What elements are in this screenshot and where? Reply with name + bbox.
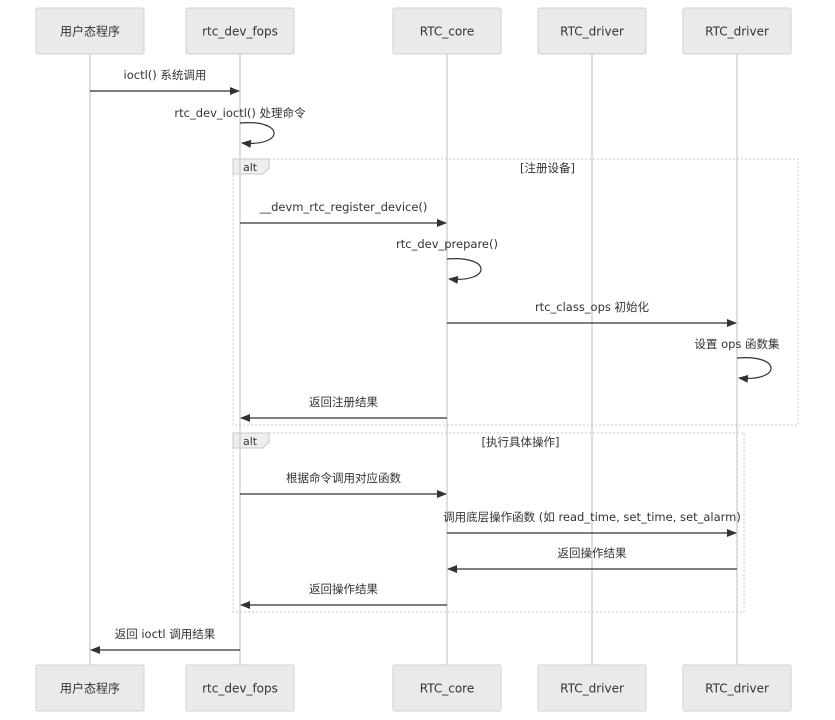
message-2: __devm_rtc_register_device() — [240, 200, 447, 227]
participant-box — [682, 7, 792, 55]
alt-frame-tag — [232, 432, 270, 449]
message-label: rtc_dev_ioctl() 处理命令 — [174, 106, 306, 120]
participant-user-bottom: 用户态程序 — [35, 664, 145, 712]
alt-frame-border — [232, 432, 745, 613]
messages-layer: ioctl() 系统调用 rtc_dev_ioctl() 处理命令 __devm_r… — [90, 68, 780, 654]
message-4: rtc_class_ops 初始化 — [447, 300, 737, 327]
participant-core-top: RTC_core — [392, 7, 502, 55]
participant-core-bottom: RTC_core — [392, 664, 502, 712]
participant-drv2-bottom: RTC_driver — [682, 664, 792, 712]
participant-box — [392, 7, 502, 55]
alt-frame-tag-label: alt — [243, 161, 258, 174]
message-label: 调用底层操作函数 (如 read_time, set_time, set_ala… — [443, 510, 741, 524]
message-label: rtc_class_ops 初始化 — [535, 300, 650, 314]
alt-frame-border — [232, 158, 799, 426]
participant-box — [185, 664, 295, 712]
participant-box — [392, 664, 502, 712]
self-call-arrow — [736, 357, 772, 383]
message-label: 返回操作结果 — [558, 546, 627, 560]
message-0: ioctl() 系统调用 — [90, 68, 240, 95]
message-10: 返回操作结果 — [240, 582, 447, 609]
participant-label: RTC_driver — [560, 25, 624, 39]
message-label: 返回 ioctl 调用结果 — [115, 627, 216, 641]
alt-frame: alt [注册设备] — [232, 158, 799, 426]
participant-label: rtc_dev_fops — [202, 682, 278, 696]
participant-label: RTC_driver — [560, 682, 624, 696]
actors-layer: 用户态程序用户态程序rtc_dev_fopsrtc_dev_fopsRTC_co… — [35, 7, 792, 712]
message-label: 返回操作结果 — [309, 582, 378, 596]
message-5: 设置 ops 函数集 — [694, 337, 780, 383]
message-label: rtc_dev_prepare() — [396, 237, 498, 251]
message-3: rtc_dev_prepare() — [396, 237, 498, 284]
lifelines-layer — [89, 54, 738, 665]
message-label: __devm_rtc_register_device() — [259, 200, 428, 214]
message-label: 根据命令调用对应函数 — [286, 471, 401, 485]
message-label: 返回注册结果 — [309, 395, 378, 409]
message-label: ioctl() 系统调用 — [124, 68, 207, 82]
participant-label: RTC_driver — [705, 25, 769, 39]
participant-box — [682, 664, 792, 712]
participant-label: RTC_core — [420, 682, 474, 696]
participant-label: rtc_dev_fops — [202, 25, 278, 39]
participant-label: 用户态程序 — [60, 24, 120, 39]
message-6: 返回注册结果 — [240, 395, 447, 422]
participant-label: 用户态程序 — [60, 681, 120, 696]
participant-fops-bottom: rtc_dev_fops — [185, 664, 295, 712]
participant-drv1-top: RTC_driver — [537, 7, 647, 55]
participant-box — [185, 7, 295, 55]
message-8: 调用底层操作函数 (如 read_time, set_time, set_ala… — [443, 510, 741, 537]
participant-label: RTC_core — [420, 25, 474, 39]
participant-box — [537, 7, 647, 55]
participant-box — [537, 664, 647, 712]
participant-label: RTC_driver — [705, 682, 769, 696]
alt-frame: alt [执行具体操作] — [232, 432, 745, 613]
alt-frame-tag-label: alt — [243, 435, 258, 448]
participant-drv1-bottom: RTC_driver — [537, 664, 647, 712]
message-11: 返回 ioctl 调用结果 — [90, 627, 240, 654]
alt-frame-tag — [232, 158, 270, 175]
participant-user-top: 用户态程序 — [35, 7, 145, 55]
participant-box — [35, 664, 145, 712]
self-call-arrow — [239, 122, 275, 148]
message-7: 根据命令调用对应函数 — [240, 471, 447, 498]
alt-frame-condition: [执行具体操作] — [482, 435, 560, 449]
message-9: 返回操作结果 — [447, 546, 737, 573]
participant-box — [35, 7, 145, 55]
participant-fops-top: rtc_dev_fops — [185, 7, 295, 55]
self-call-arrow — [446, 258, 482, 284]
frames-layer: alt [注册设备] alt [执行具体操作] — [232, 158, 799, 613]
message-1: rtc_dev_ioctl() 处理命令 — [174, 106, 306, 148]
alt-frame-condition: [注册设备] — [520, 161, 575, 175]
message-label: 设置 ops 函数集 — [694, 337, 780, 351]
participant-drv2-top: RTC_driver — [682, 7, 792, 55]
